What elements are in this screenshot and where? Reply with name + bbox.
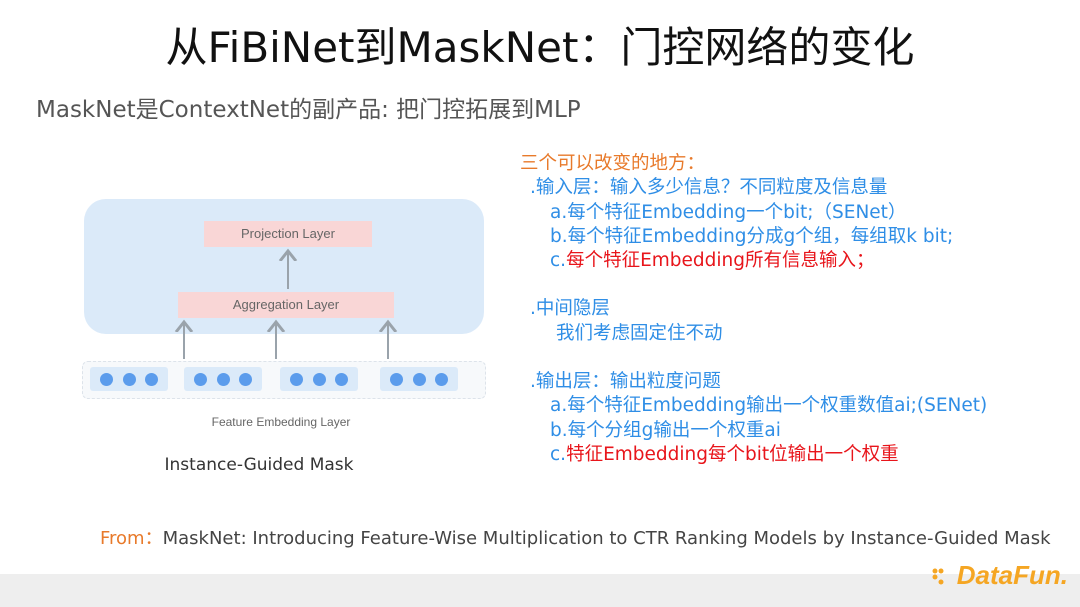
input-option-c-prefix: c. <box>550 250 567 272</box>
embedding-dot <box>435 372 449 386</box>
source-citation: From：MaskNet: Introducing Feature-Wise M… <box>100 524 1051 550</box>
aggregation-layer-box: Aggregation Layer <box>178 292 394 318</box>
output-option-a: a.每个特征Embedding输出一个权重数值ai;(SENet) <box>550 395 988 417</box>
embedding-group <box>90 367 168 391</box>
datafun-logo: DataFun. <box>931 560 1068 591</box>
embedding-dot <box>193 372 207 386</box>
embedding-dot <box>216 372 230 386</box>
source-label: From： <box>100 528 163 549</box>
embedding-group <box>280 367 358 391</box>
input-option-c-text: 每个特征Embedding所有信息输入； <box>566 250 875 272</box>
output-option-c-text: 特征Embedding每个bit位输出一个权重 <box>566 443 899 465</box>
notes-heading: 三个可以改变的地方： <box>520 153 706 174</box>
projection-layer-box: Projection Layer <box>204 221 372 247</box>
notes-panel: 三个可以改变的地方： .输入层：输入多少信息？不同粒度及信息量 a.每个特征Em… <box>520 152 1070 467</box>
embedding-dot <box>312 372 326 386</box>
diagram-arrows <box>78 195 488 359</box>
slide-title: 从FiBiNet到MaskNet：门控网络的变化 <box>165 23 915 72</box>
logo-mark-icon <box>932 568 944 584</box>
embedding-group <box>380 367 458 391</box>
output-option-c: c.特征Embedding每个bit位输出一个权重 <box>520 443 1070 467</box>
embedding-dot <box>145 372 159 386</box>
embedding-dot <box>122 372 136 386</box>
source-text: MaskNet: Introducing Feature-Wise Multip… <box>162 528 1051 549</box>
slide-subtitle: MaskNet是ContextNet的副产品: 把门控拓展到MLP <box>36 97 581 123</box>
embedding-group <box>184 367 262 391</box>
embedding-dot <box>335 372 349 386</box>
embedding-layer-label: Feature Embedding Layer <box>211 415 351 429</box>
input-option-a: a.每个特征Embedding一个bit;（SENet） <box>550 201 907 223</box>
embedding-dot <box>99 372 113 386</box>
input-option-b: b.每个特征Embedding分成g个组，每组取k bit; <box>550 225 954 247</box>
middle-layer-text: 我们考虑固定住不动 <box>556 322 723 344</box>
diagram-caption: Instance-Guided Mask <box>164 455 354 475</box>
embedding-dot <box>412 372 426 386</box>
middle-layer-heading: .中间隐层 <box>530 298 610 320</box>
output-layer-heading: .输出层：输出粒度问题 <box>530 371 721 393</box>
embedding-dot <box>389 372 403 386</box>
masknet-diagram: Projection Layer Aggregation Layer Featu… <box>78 195 488 485</box>
input-option-c: c.每个特征Embedding所有信息输入； <box>520 249 1070 273</box>
output-option-c-prefix: c. <box>550 443 567 465</box>
footer-bar <box>0 574 1080 607</box>
embedding-dot <box>289 372 303 386</box>
input-layer-heading: .输入层：输入多少信息？不同粒度及信息量 <box>530 177 888 199</box>
output-option-b: b.每个分组g输出一个权重ai <box>550 419 781 441</box>
logo-text: DataFun. <box>956 560 1068 590</box>
embedding-dot <box>239 372 253 386</box>
